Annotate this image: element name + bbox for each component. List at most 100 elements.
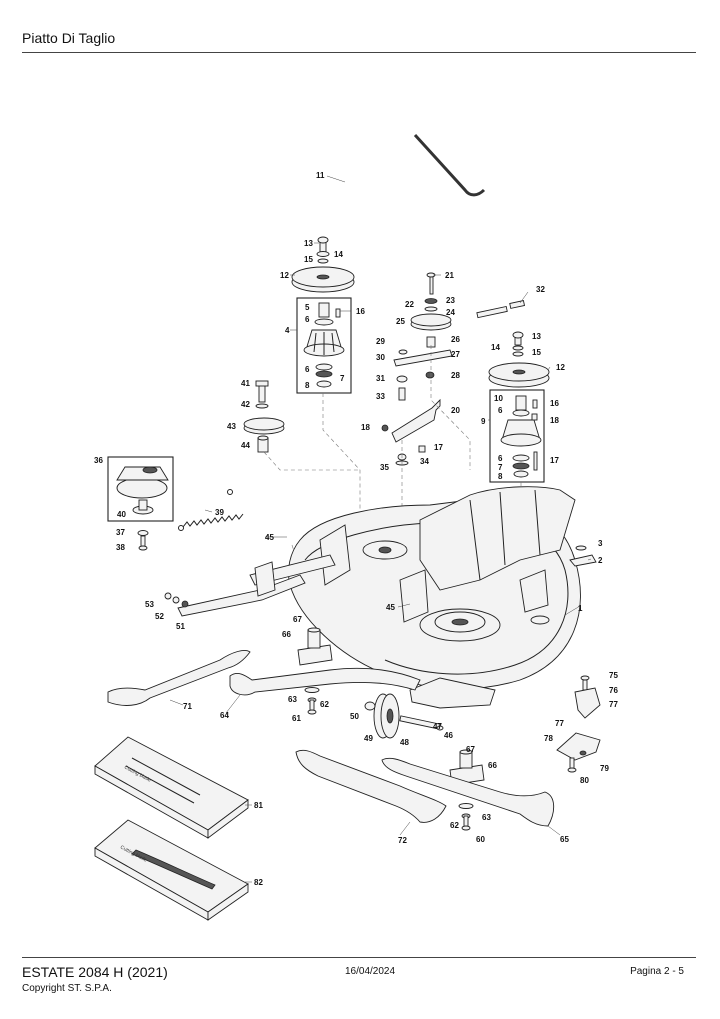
callout-12: 12 xyxy=(280,271,289,280)
callout-21: 21 xyxy=(445,271,454,280)
blade-72 xyxy=(295,749,447,823)
callout-27: 27 xyxy=(451,350,460,359)
blade-64 xyxy=(229,667,421,696)
drive-belt xyxy=(309,123,541,224)
callout-64: 64 xyxy=(220,711,229,720)
callout-9: 9 xyxy=(481,417,486,426)
left-idler-group xyxy=(243,380,285,453)
copyright-notice: Copyright ST. S.P.A. xyxy=(22,983,112,994)
blade-bolt-right xyxy=(458,803,474,831)
callout-6: 6 xyxy=(498,454,503,463)
left-pulley-group xyxy=(291,236,355,293)
callout-44: 44 xyxy=(241,441,250,450)
document-date: 16/04/2024 xyxy=(345,966,396,977)
callout-13: 13 xyxy=(304,239,313,248)
callout-7: 7 xyxy=(498,463,503,472)
callout-29: 29 xyxy=(376,337,385,346)
callout-41: 41 xyxy=(241,379,250,388)
callout-6: 6 xyxy=(305,315,310,324)
deck-bracket-right xyxy=(569,545,597,567)
center-idler-group xyxy=(381,272,526,466)
callout-60: 60 xyxy=(476,835,485,844)
callout-8: 8 xyxy=(305,381,310,390)
callout-38: 38 xyxy=(116,543,125,552)
callout-62: 62 xyxy=(320,700,329,709)
callout-66: 66 xyxy=(282,630,291,639)
callout-78: 78 xyxy=(544,734,553,743)
callout-25: 25 xyxy=(396,317,405,326)
tension-spring xyxy=(178,489,244,531)
callout-12: 12 xyxy=(556,363,565,372)
callout-77: 77 xyxy=(609,700,618,709)
right-spindle-assembly xyxy=(489,389,545,483)
page-title: Piatto Di Taglio xyxy=(22,30,116,46)
callout-3: 3 xyxy=(598,539,603,548)
callout-77: 77 xyxy=(555,719,564,728)
callout-66: 66 xyxy=(488,761,497,770)
deflector-group xyxy=(556,675,601,773)
callout-22: 22 xyxy=(405,300,414,309)
callout-2: 2 xyxy=(598,556,603,565)
mower-deck-housing xyxy=(288,486,581,709)
callout-45: 45 xyxy=(265,533,274,542)
callout-67: 67 xyxy=(466,745,475,754)
callout-62: 62 xyxy=(450,821,459,830)
callout-63: 63 xyxy=(288,695,297,704)
callout-14: 14 xyxy=(334,250,343,259)
callout-72: 72 xyxy=(398,836,407,845)
callout-75: 75 xyxy=(609,671,618,680)
callout-63: 63 xyxy=(482,813,491,822)
callout-79: 79 xyxy=(600,764,609,773)
callout-16: 16 xyxy=(356,307,365,316)
callout-76: 76 xyxy=(609,686,618,695)
callout-45: 45 xyxy=(386,603,395,612)
callout-61: 61 xyxy=(292,714,301,723)
callout-11: 11 xyxy=(316,171,325,180)
callout-1: 1 xyxy=(578,604,583,613)
blade-package-82: Cutting blade xyxy=(94,819,249,921)
callout-50: 50 xyxy=(350,712,359,721)
callout-39: 39 xyxy=(215,508,224,517)
deck-lift-linkage xyxy=(164,554,336,617)
callout-52: 52 xyxy=(155,612,164,621)
anti-scalp-wheel xyxy=(364,693,444,739)
callout-40: 40 xyxy=(117,510,126,519)
callout-14: 14 xyxy=(491,343,500,352)
blade-65 xyxy=(381,757,555,827)
callout-71: 71 xyxy=(183,702,192,711)
callout-67: 67 xyxy=(293,615,302,624)
header-divider xyxy=(22,52,696,53)
callout-13: 13 xyxy=(532,332,541,341)
callout-42: 42 xyxy=(241,400,250,409)
callout-30: 30 xyxy=(376,353,385,362)
callout-81: 81 xyxy=(254,801,263,810)
callout-4: 4 xyxy=(285,326,290,335)
callout-51: 51 xyxy=(176,622,185,631)
callout-33: 33 xyxy=(376,392,385,401)
callout-34: 34 xyxy=(420,457,429,466)
left-spindle-assembly xyxy=(296,297,352,394)
electric-clutch-assembly xyxy=(107,456,174,551)
callout-15: 15 xyxy=(304,255,313,264)
callout-labels: 11 13 14 15 12 5 16 6 4 6 7 8 21 32 22 2… xyxy=(94,171,618,887)
callout-26: 26 xyxy=(451,335,460,344)
callout-80: 80 xyxy=(580,776,589,785)
callout-35: 35 xyxy=(380,463,389,472)
callout-15: 15 xyxy=(532,348,541,357)
blade-hub-left xyxy=(297,627,333,666)
blade-71 xyxy=(107,649,251,706)
callout-5: 5 xyxy=(305,303,310,312)
callout-47: 47 xyxy=(433,722,442,731)
callout-31: 31 xyxy=(376,374,385,383)
callout-28: 28 xyxy=(451,371,460,380)
callout-49: 49 xyxy=(364,734,373,743)
callout-10: 10 xyxy=(494,394,503,403)
callout-17: 17 xyxy=(550,456,559,465)
callout-32: 32 xyxy=(536,285,545,294)
callout-8: 8 xyxy=(498,472,503,481)
callout-65: 65 xyxy=(560,835,569,844)
callout-20: 20 xyxy=(451,406,460,415)
callout-17: 17 xyxy=(434,443,443,452)
callout-46: 46 xyxy=(444,731,453,740)
callout-16: 16 xyxy=(550,399,559,408)
